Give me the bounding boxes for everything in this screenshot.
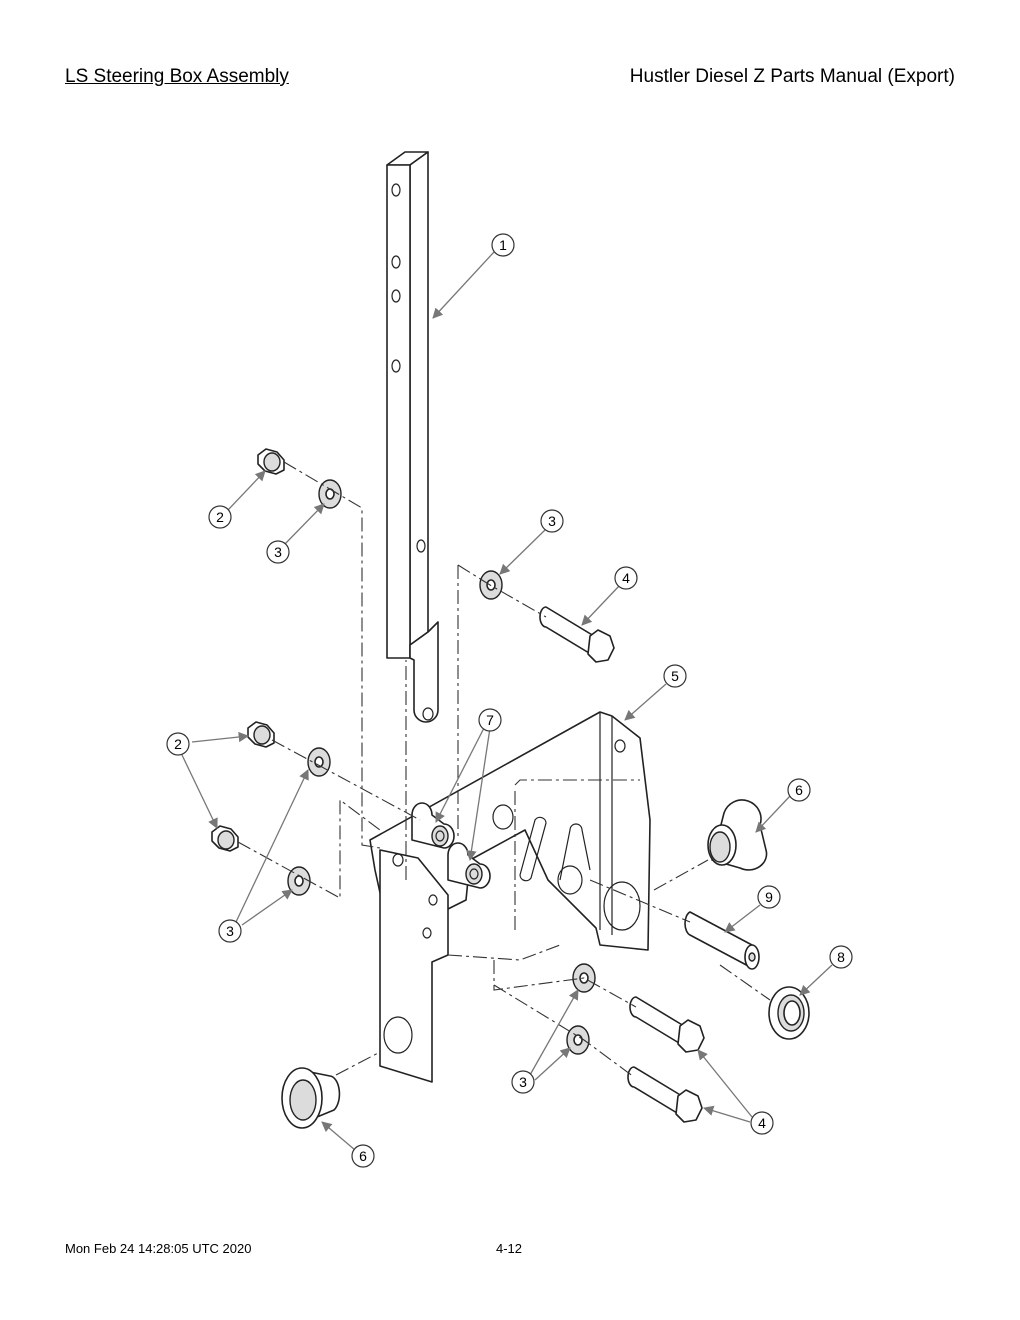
- callout-4b: 4: [750, 1111, 774, 1135]
- pivot-pin: [684, 911, 760, 970]
- svg-text:3: 3: [519, 1074, 527, 1090]
- svg-text:8: 8: [837, 949, 845, 965]
- callout-8: 8: [829, 945, 853, 969]
- bushings: [281, 799, 768, 1129]
- bolts: [539, 606, 705, 1123]
- svg-text:3: 3: [274, 544, 282, 560]
- assembly-lines: [237, 461, 771, 1078]
- callout-3b: 3: [540, 509, 564, 533]
- lower-arm-plate: [379, 849, 449, 1083]
- svg-text:2: 2: [174, 736, 182, 752]
- spacers: [411, 802, 491, 889]
- callout-3d: 3: [511, 1070, 535, 1094]
- svg-text:2: 2: [216, 509, 224, 525]
- hex-nuts: [211, 448, 285, 852]
- callout-7: 7: [478, 708, 502, 732]
- steering-shaft: [386, 151, 439, 723]
- callout-5: 5: [663, 664, 687, 688]
- svg-text:7: 7: [486, 712, 494, 728]
- flange-bushing: [768, 986, 810, 1040]
- svg-text:1: 1: [499, 237, 507, 253]
- callout-6a: 6: [787, 778, 811, 802]
- svg-text:9: 9: [765, 889, 773, 905]
- svg-text:6: 6: [795, 782, 803, 798]
- leader-lines: [181, 251, 833, 1151]
- callout-3c: 3: [218, 919, 242, 943]
- page-title: LS Steering Box Assembly: [65, 66, 289, 87]
- svg-text:6: 6: [359, 1148, 367, 1164]
- callout-3a: 3: [266, 540, 290, 564]
- footer-page-number: 4-12: [496, 1241, 523, 1256]
- callout-1: 1: [491, 233, 515, 257]
- svg-text:3: 3: [548, 513, 556, 529]
- svg-text:4: 4: [622, 570, 630, 586]
- svg-text:5: 5: [671, 668, 679, 684]
- callout-2a: 2: [208, 505, 232, 529]
- footer-timestamp: Mon Feb 24 14:28:05 UTC 2020: [65, 1241, 252, 1256]
- manual-title: Hustler Diesel Z Parts Manual (Export): [629, 66, 955, 87]
- svg-text:4: 4: [758, 1115, 766, 1131]
- callout-2b: 2: [166, 732, 190, 756]
- svg-text:3: 3: [226, 923, 234, 939]
- callout-6b: 6: [351, 1144, 375, 1168]
- callout-4a: 4: [614, 566, 638, 590]
- callout-9: 9: [757, 885, 781, 909]
